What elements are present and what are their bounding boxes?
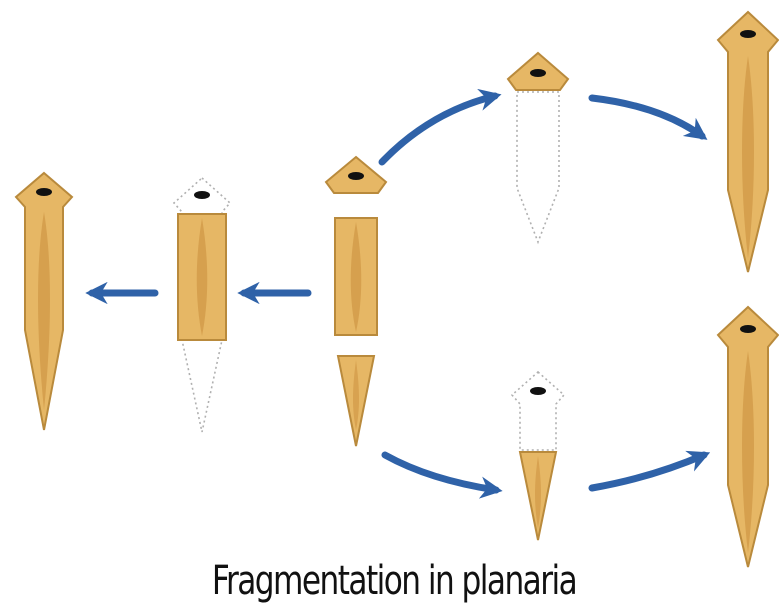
eyespot-icon <box>348 172 364 180</box>
planaria-regenerating-head <box>508 53 568 242</box>
planaria-original-fragmented <box>326 157 386 446</box>
eyespot-icon <box>194 191 210 199</box>
curved-arrow-icon <box>382 96 495 162</box>
planaria-regenerating-tail <box>512 372 564 540</box>
eyespot-icon <box>530 69 546 77</box>
planaria-regenerated-left <box>16 173 72 430</box>
curved-arrow-icon <box>592 455 704 488</box>
eyespot-icon <box>740 325 756 333</box>
curved-arrow-icon <box>385 455 496 490</box>
planaria-regenerated-bottom-right <box>718 307 778 567</box>
eyespot-icon <box>36 188 52 196</box>
curved-arrow-icon <box>592 98 702 136</box>
eyespot-icon <box>530 387 546 395</box>
planaria-regenerating-middle <box>174 178 230 432</box>
eyespot-icon <box>740 30 756 38</box>
planaria-regenerated-top-right <box>718 12 778 272</box>
diagram-caption: Fragmentation in planaria <box>90 558 698 604</box>
